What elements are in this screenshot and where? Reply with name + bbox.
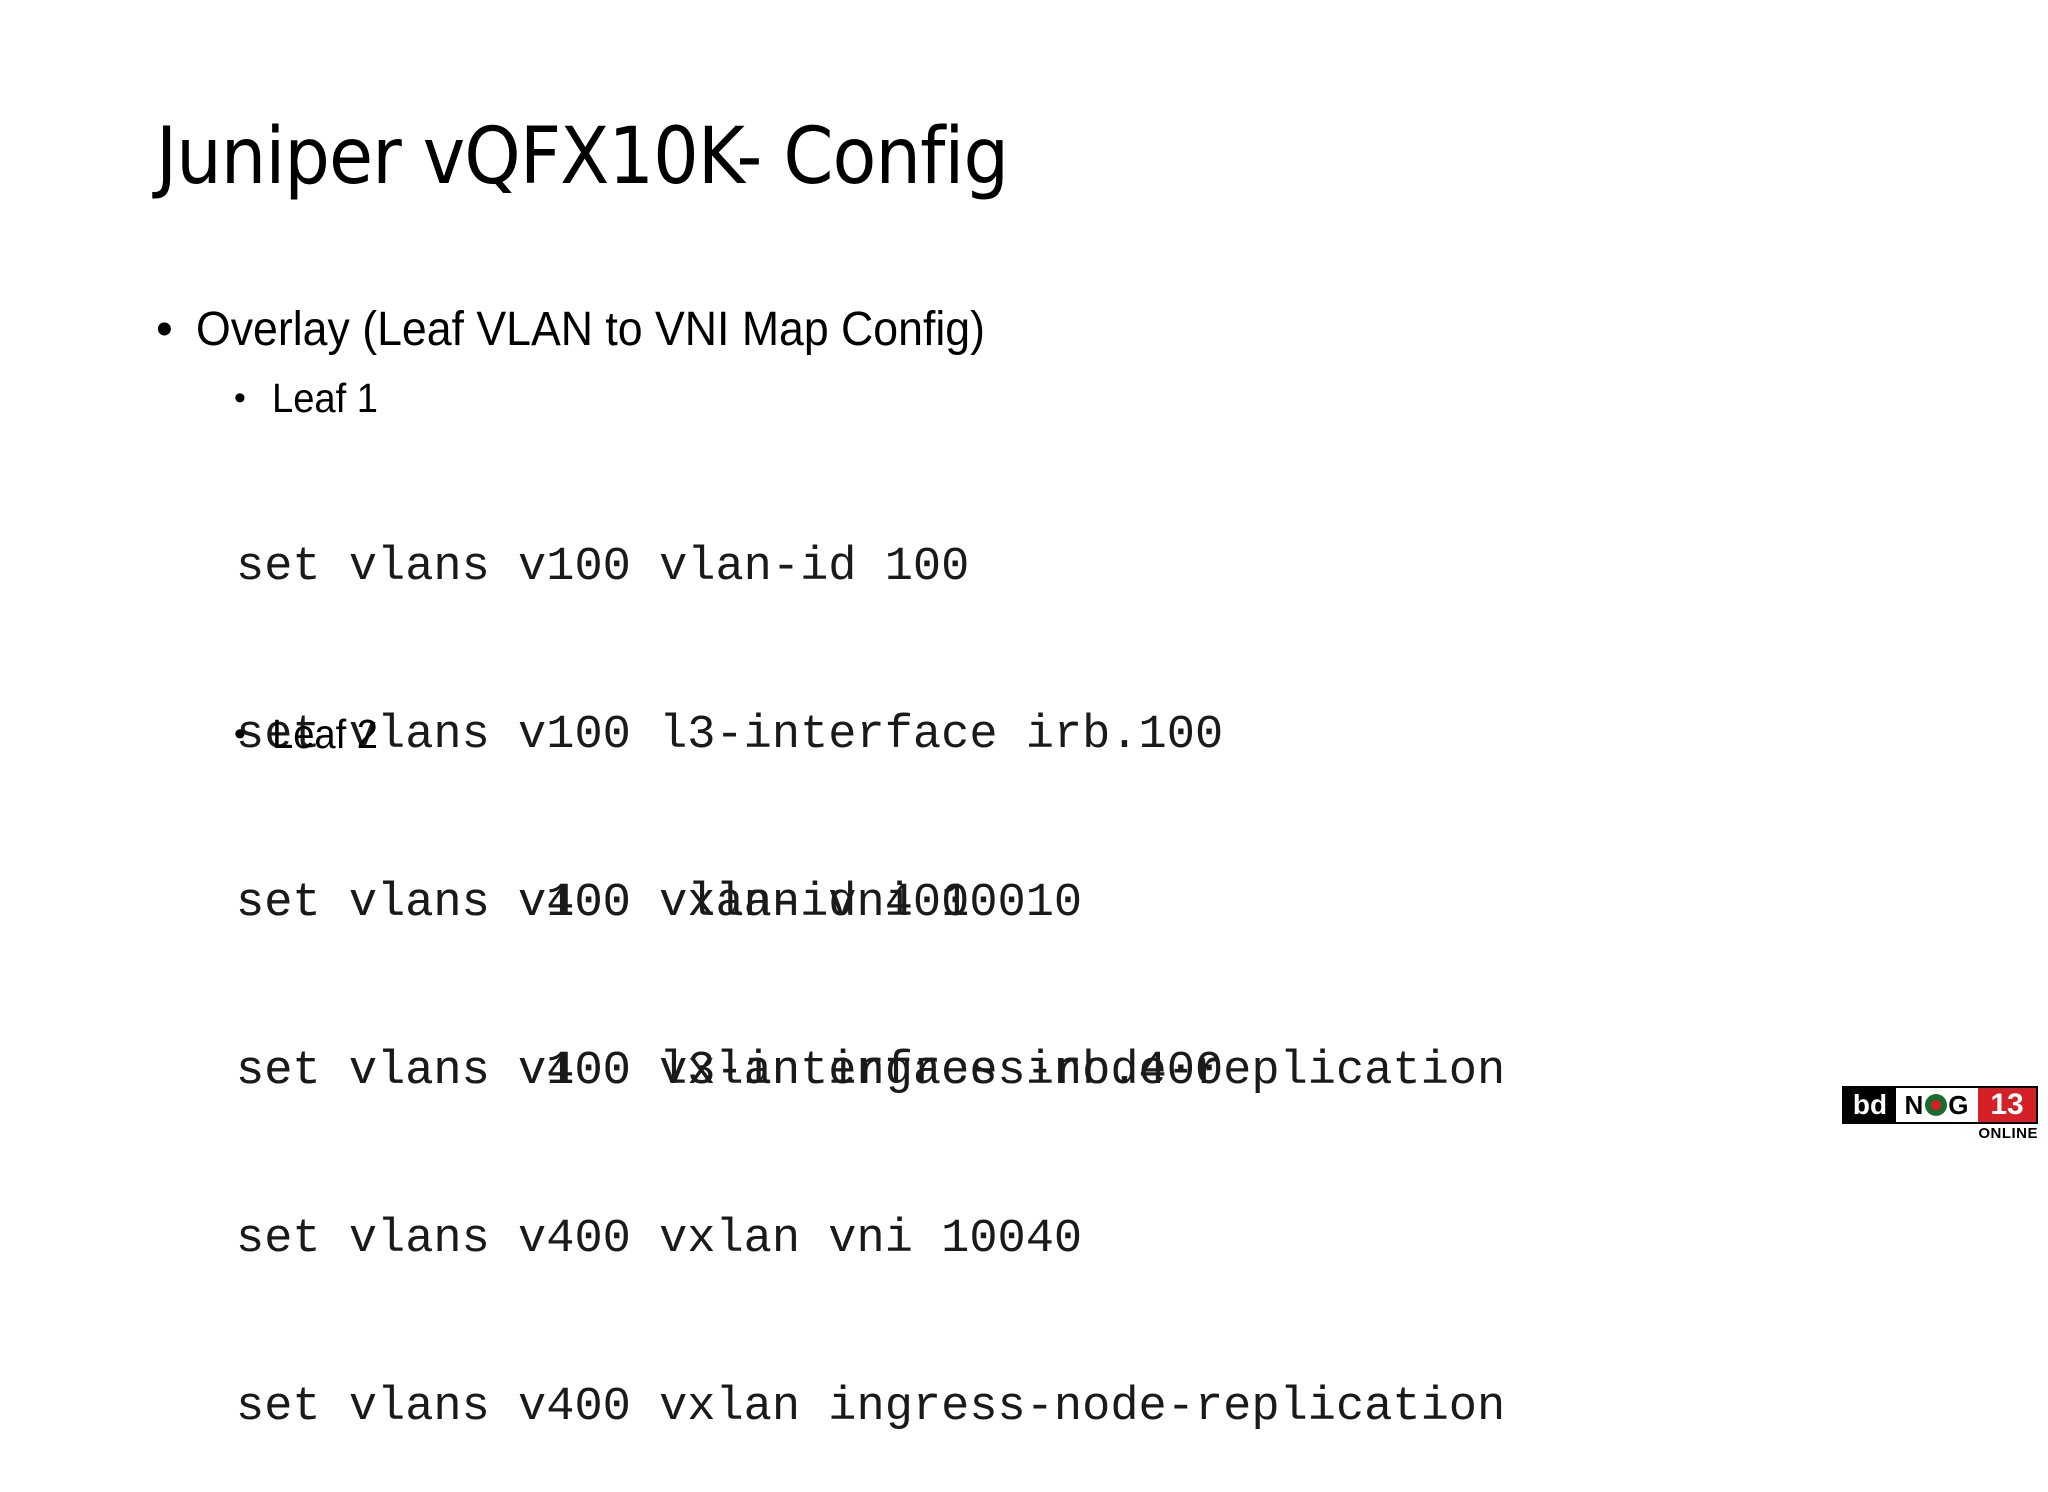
bullet-marker: • xyxy=(234,715,246,753)
code-line: set vlans v400 vxlan ingress-node-replic… xyxy=(236,1381,1506,1434)
logo-number: 13 xyxy=(1978,1088,2036,1122)
bullet-marker: • xyxy=(156,303,173,356)
logo-bd: bd xyxy=(1844,1088,1896,1122)
flag-circle-icon xyxy=(1925,1094,1948,1116)
slide-title: Juniper vQFX10K- Config xyxy=(156,112,1009,202)
code-line: set vlans v400 vxlan vni 10040 xyxy=(236,1213,1083,1266)
leaf-2-code-block: set vlans v400 vlan-id 400 set vlans v40… xyxy=(236,764,1505,1492)
code-line: set vlans v100 vxlan vni 10010 xyxy=(236,877,1083,930)
bullet-leaf-1: • Leaf 1 xyxy=(234,378,386,419)
code-line: set vlans v100 vlan-id 100 xyxy=(236,541,970,594)
bullet-overlay-text: Overlay (Leaf VLAN to VNI Map Config) xyxy=(196,303,985,356)
bullet-marker: • xyxy=(234,379,246,417)
bullet-overlay: • Overlay (Leaf VLAN to VNI Map Config) xyxy=(156,306,1044,354)
code-line: set vlans v100 vxlan ingress-node-replic… xyxy=(236,1045,1506,1098)
code-line: set vlans v400 l3-interface irb.400 xyxy=(236,1045,1224,1098)
leaf-2-label: Leaf 2 xyxy=(272,711,379,757)
logo-nog-n: N xyxy=(1904,1090,1925,1120)
logo-subtitle: ONLINE xyxy=(1978,1125,2038,1142)
code-line: set vlans v100 l3-interface irb.100 xyxy=(236,709,1224,762)
logo-nog-g: G xyxy=(1948,1090,1970,1120)
leaf-1-label: Leaf 1 xyxy=(272,375,379,421)
leaf-1-code-block: set vlans v100 vlan-id 100 set vlans v10… xyxy=(236,428,1505,1156)
bullet-leaf-2: • Leaf 2 xyxy=(234,714,386,755)
slide: { "slide": { "title": "Juniper vQFX10K- … xyxy=(156,112,2038,1434)
code-line: set vlans v400 vlan-id 400 xyxy=(236,877,970,930)
